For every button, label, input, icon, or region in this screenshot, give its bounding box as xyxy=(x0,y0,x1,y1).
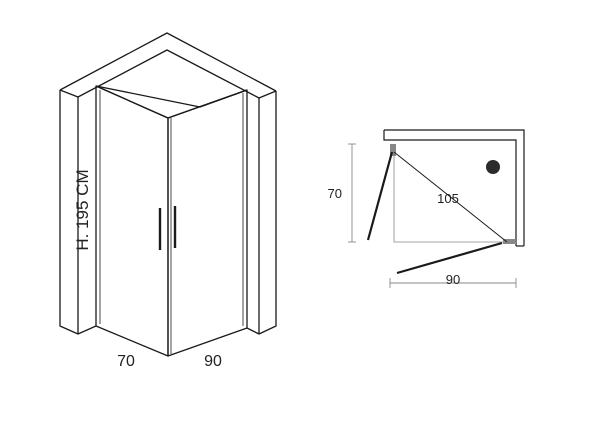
iso-top-frame xyxy=(95,85,248,119)
plan-width-label: 90 xyxy=(446,272,460,287)
dim-depth xyxy=(348,143,356,243)
plan-walls xyxy=(383,129,525,247)
dim-width xyxy=(389,278,517,288)
height-label: H. 195 CM xyxy=(73,169,92,250)
plan-diagonal xyxy=(393,151,508,243)
iso-walls xyxy=(59,32,277,335)
plan-hinge-top xyxy=(390,144,396,156)
plan-diagonal-label: 105 xyxy=(437,191,459,206)
plan-hinge-bottom xyxy=(503,239,516,244)
plan-tray xyxy=(393,144,512,243)
plan-view xyxy=(348,129,525,288)
plan-depth-label: 70 xyxy=(328,186,342,201)
iso-width-right-label: 90 xyxy=(204,353,222,370)
drain-icon xyxy=(486,160,500,174)
iso-width-left-label: 70 xyxy=(117,353,135,370)
iso-glass-panels xyxy=(95,85,248,357)
plan-door-left xyxy=(366,151,394,241)
iso-door-handles xyxy=(158,206,177,250)
plan-door-bottom xyxy=(396,241,503,275)
iso-view xyxy=(59,32,277,357)
